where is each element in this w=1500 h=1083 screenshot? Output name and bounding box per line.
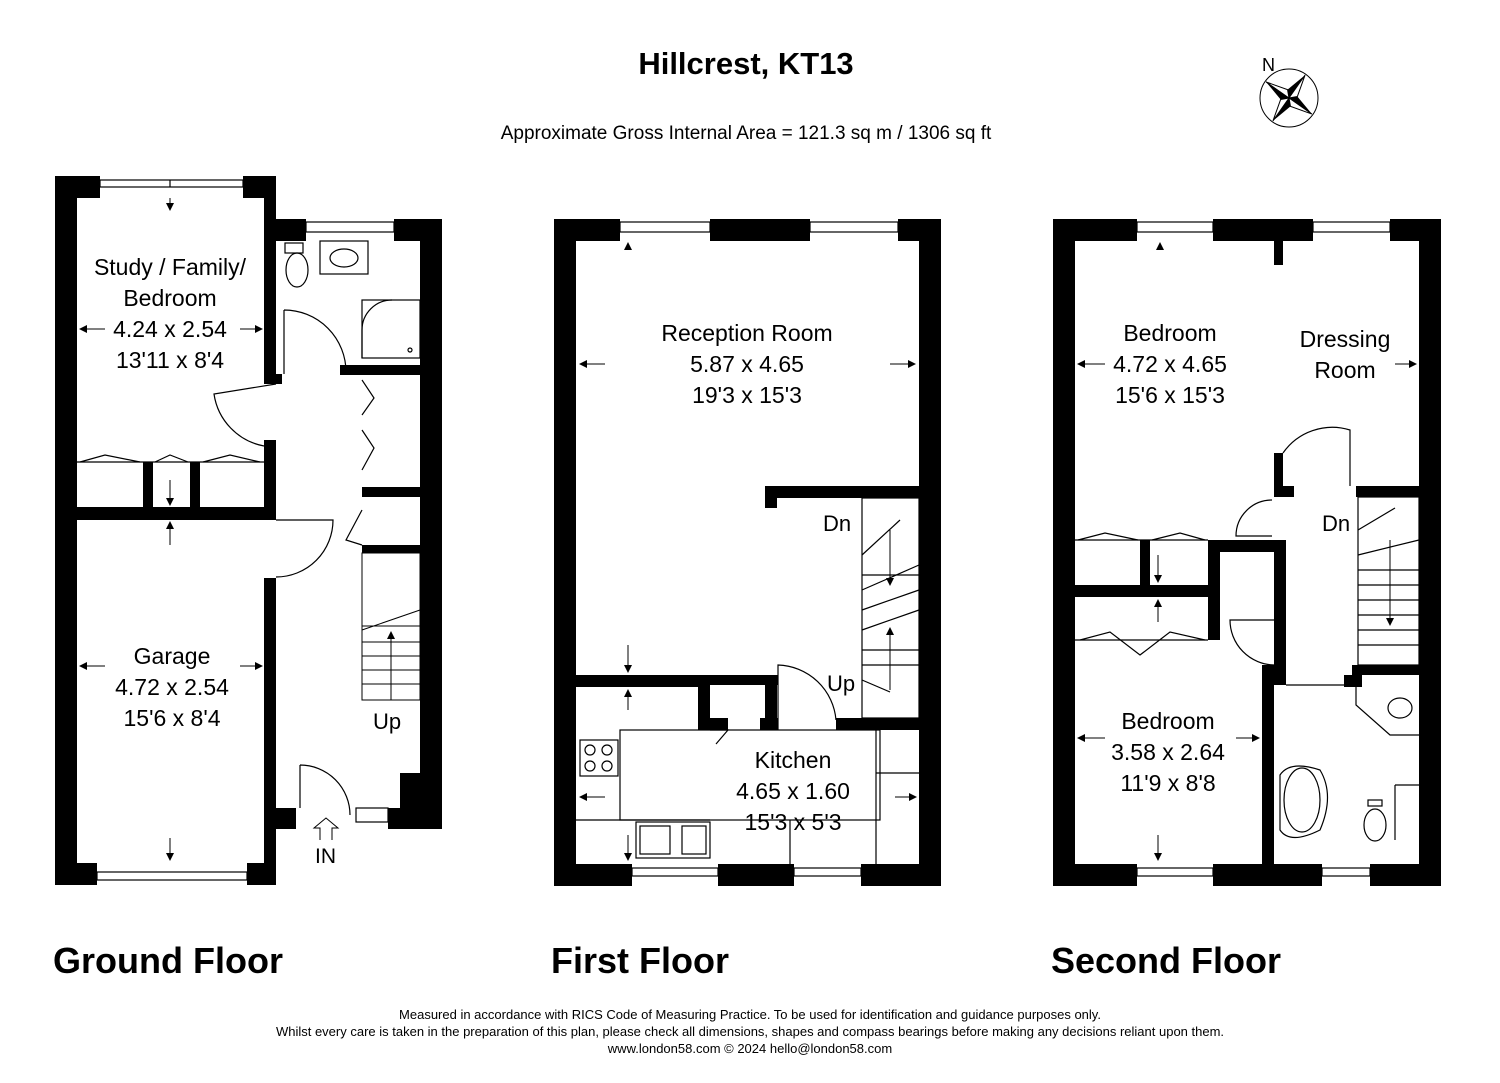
room-dimensions-metric: 4.24 x 2.54 <box>113 316 227 342</box>
room-dimensions-metric: 4.65 x 1.60 <box>736 778 850 804</box>
stairs-up-label: Up <box>827 671 856 696</box>
second-floor-plan <box>1053 219 1441 886</box>
room-dimensions-imperial: 15'6 x 8'4 <box>123 705 221 731</box>
stairs-down-label: Dn <box>1322 511 1351 536</box>
room-reception: Reception Room 5.87 x 4.65 19'3 x 15'3 <box>661 318 832 411</box>
room-kitchen: Kitchen 4.65 x 1.60 15'3 x 5'3 <box>736 745 850 838</box>
room-study: Study / Family/ Bedroom 4.24 x 2.54 13'1… <box>94 252 246 376</box>
footer-contact: www.london58.com © 2024 hello@london58.c… <box>607 1041 893 1056</box>
room-dimensions-imperial: 13'11 x 8'4 <box>115 347 225 373</box>
room-name: Bedroom <box>123 285 217 311</box>
page-title: Hillcrest, KT13 <box>638 46 854 81</box>
room-dimensions-metric: 4.72 x 2.54 <box>115 674 229 700</box>
room-dimensions-metric: 5.87 x 4.65 <box>690 351 804 377</box>
room-name: Garage <box>133 643 211 669</box>
room-name: Room <box>1314 357 1376 383</box>
room-name: Dressing <box>1299 326 1391 352</box>
room-dimensions-imperial: 19'3 x 15'3 <box>692 382 802 408</box>
room-garage: Garage 4.72 x 2.54 15'6 x 8'4 <box>115 641 229 734</box>
stairs-down-label: Dn <box>823 511 852 536</box>
room-name: Kitchen <box>754 747 832 773</box>
room-name: Reception Room <box>661 320 833 346</box>
room-dimensions-imperial: 15'3 x 5'3 <box>744 809 842 835</box>
room-name: Bedroom <box>1123 320 1217 346</box>
room-dimensions-imperial: 15'6 x 15'3 <box>1115 382 1225 408</box>
room-dimensions-imperial: 11'9 x 8'8 <box>1120 770 1216 796</box>
room-dressing: Dressing Room <box>1300 324 1391 386</box>
room-dimensions-metric: 3.58 x 2.64 <box>1111 739 1225 765</box>
room-name: Study / Family/ <box>93 254 247 280</box>
room-bedroom-2: Bedroom 3.58 x 2.64 11'9 x 8'8 <box>1111 706 1225 799</box>
stairs-up-label: Up <box>373 709 402 734</box>
first-floor-plan <box>554 219 941 886</box>
room-name: Bedroom <box>1121 708 1215 734</box>
footer-disclaimer-1: Measured in accordance with RICS Code of… <box>399 1007 1101 1022</box>
ground-floor-plan <box>55 176 442 885</box>
room-bedroom-1: Bedroom 4.72 x 4.65 15'6 x 15'3 <box>1113 318 1227 411</box>
room-dimensions-metric: 4.72 x 4.65 <box>1113 351 1227 377</box>
footer-disclaimer-2: Whilst every care is taken in the prepar… <box>275 1024 1225 1039</box>
area-subtitle: Approximate Gross Internal Area = 121.3 … <box>500 123 992 144</box>
floor-label-ground: Ground Floor <box>53 940 283 981</box>
compass-icon <box>1259 68 1319 128</box>
entrance-label: IN <box>315 845 336 868</box>
floor-label-first: First Floor <box>551 940 729 981</box>
floor-label-second: Second Floor <box>1051 940 1282 981</box>
compass-north-label: N <box>1262 55 1275 75</box>
